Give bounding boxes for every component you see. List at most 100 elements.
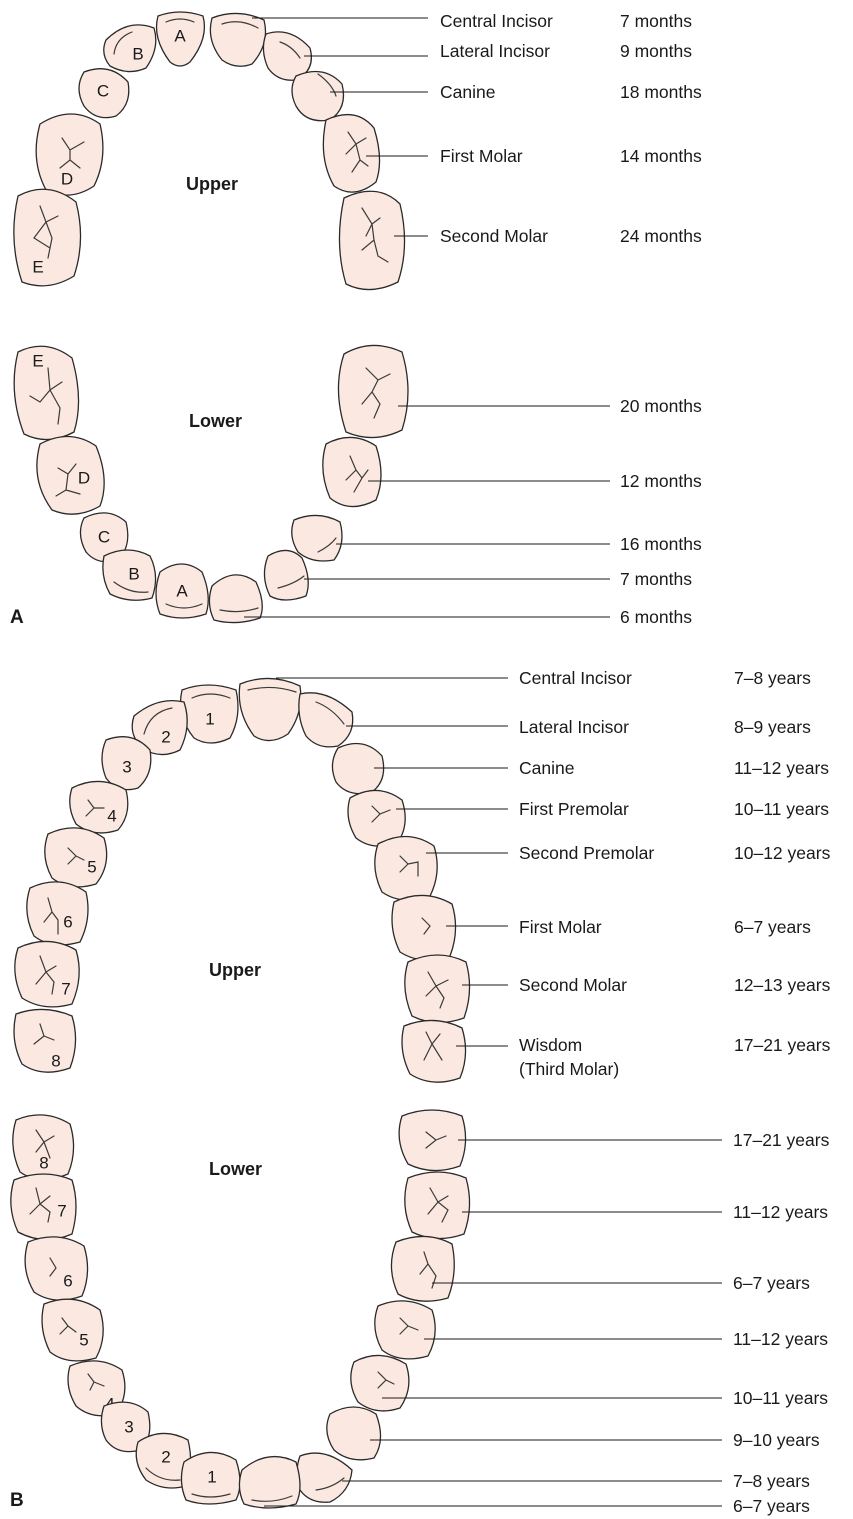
tooth-a-upper-right-first-molar [323,115,379,193]
tooth-a-lower-right-first-molar [323,437,381,506]
tooth-b-lower-left-5: 5 [42,1299,103,1361]
tooth-b-lower-left-6: 6 [25,1237,87,1300]
tooth-b-upper-left-4: 4 [70,781,128,832]
label-a-lower-time: 12 months [620,471,702,491]
label-b-upper-time: 12–13 years [734,975,831,995]
label-b-upper-name: Wisdom [519,1035,582,1055]
tooth-b-upper-right-first-molar [392,895,456,960]
tooth-a-upper-right-second-molar [339,191,404,289]
label-a-upper-name: First Molar [440,146,523,166]
tooth-b-lower-left-1: 1 [181,1452,240,1504]
tooth-b-upper-left-7: 7 [15,941,79,1006]
upper-jaw-title-a: Upper [186,174,238,194]
tooth-a-upper-left-A: A [157,12,205,66]
label-a-upper-time: 14 months [620,146,702,166]
upper-jaw-title-b: Upper [209,960,261,980]
panel-b-upper-arch: 1 2 3 4 5 6 7 [14,678,470,1082]
tooth-number-5: 5 [79,1330,88,1349]
lower-jaw-title-a: Lower [189,411,242,431]
tooth-a-lower-right-lateral-incisor [264,550,308,600]
label-b-lower-time: 17–21 years [733,1130,830,1150]
label-a-upper-name: Second Molar [440,226,548,246]
label-b-upper-time: 17–21 years [734,1035,831,1055]
tooth-number-7: 7 [57,1201,66,1220]
label-b-lower-time: 6–7 years [733,1273,810,1293]
tooth-number-2: 2 [161,1447,170,1466]
tooth-a-upper-left-B: B [104,25,156,72]
panel-b-upper-labels: Central Incisor 7–8 years Lateral Inciso… [276,668,831,1079]
label-b-upper-name: Canine [519,758,574,778]
label-a-upper-time: 7 months [620,11,692,31]
tooth-label-C: C [97,81,109,100]
tooth-number-8: 8 [51,1051,60,1070]
label-a-upper-time: 9 months [620,41,692,61]
tooth-number-5: 5 [87,857,96,876]
tooth-b-upper-left-5: 5 [45,828,107,887]
tooth-b-upper-right-second-premolar [375,836,437,900]
tooth-b-lower-left-8: 8 [13,1115,74,1180]
tooth-b-upper-right-second-molar [405,955,470,1023]
label-a-lower-time: 16 months [620,534,702,554]
label-b-lower-time: 10–11 years [733,1388,828,1408]
panel-a-upper-labels: Central Incisor 7 months Lateral Incisor… [252,11,702,246]
label-b-upper-time: 6–7 years [734,917,811,937]
label-b-upper-name: Second Molar [519,975,627,995]
panel-letter-b: B [10,1490,24,1511]
label-a-lower-time: 6 months [620,607,692,627]
tooth-number-1: 1 [207,1467,216,1486]
tooth-number-6: 6 [63,1271,72,1290]
tooth-number-1: 1 [205,709,214,728]
tooth-a-upper-left-C: C [79,69,129,118]
tooth-b-lower-right-second-premolar [375,1301,435,1359]
label-b-upper-time: 10–12 years [734,843,831,863]
tooth-a-lower-left-E: E [14,346,78,439]
tooth-number-3: 3 [124,1417,133,1436]
tooth-label-B: B [132,44,143,63]
panel-letter-a: A [10,607,24,628]
tooth-number-4: 4 [107,806,116,825]
tooth-b-lower-right-lateral-incisor [297,1453,352,1502]
tooth-number-8: 8 [39,1153,48,1172]
tooth-label-A: A [176,581,188,600]
tooth-b-upper-left-8: 8 [14,1009,76,1072]
tooth-a-upper-right-central-incisor [210,13,265,66]
tooth-number-3: 3 [122,757,131,776]
tooth-b-lower-left-7: 7 [11,1174,76,1240]
tooth-b-upper-right-canine [332,744,383,794]
tooth-label-C: C [98,527,110,546]
label-a-upper-time: 24 months [620,226,702,246]
label-b-upper-time: 7–8 years [734,668,811,688]
panel-a-upper-arch: A B C D E [14,12,405,290]
tooth-a-upper-left-E: E [14,189,81,286]
tooth-b-lower-right-second-molar [405,1172,470,1239]
tooth-number-2: 2 [161,727,170,746]
label-a-upper-name: Central Incisor [440,11,553,31]
panel-a-lower-arch: E D C B A [14,345,408,622]
label-b-lower-time: 11–12 years [733,1329,828,1349]
tooth-label-A: A [174,26,186,45]
tooth-a-lower-right-second-molar [338,345,408,437]
tooth-b-upper-left-6: 6 [27,882,88,945]
label-b-lower-time: 11–12 years [733,1202,828,1222]
tooth-b-lower-right-first-premolar [351,1355,409,1410]
label-a-lower-time: 20 months [620,396,702,416]
panel-a-lower-labels: 20 months 12 months 16 months 7 months 6… [244,396,702,627]
tooth-b-upper-left-1: 1 [181,685,239,743]
tooth-b-lower-right-first-molar [391,1236,454,1301]
label-b-upper-name: Second Premolar [519,843,654,863]
tooth-a-lower-left-A: A [156,564,208,618]
tooth-b-lower-right-central-incisor [239,1457,300,1508]
label-b-upper-name-sub: (Third Molar) [519,1059,619,1079]
tooth-number-7: 7 [61,979,70,998]
label-a-upper-name: Canine [440,82,495,102]
tooth-label-B: B [128,564,139,583]
tooth-label-E: E [32,351,43,370]
tooth-b-lower-right-wisdom [399,1110,465,1171]
label-b-upper-name: Lateral Incisor [519,717,629,737]
tooth-a-lower-left-B: B [103,550,156,600]
label-b-upper-name: First Molar [519,917,602,937]
label-a-upper-name: Lateral Incisor [440,41,550,61]
label-a-upper-time: 18 months [620,82,702,102]
tooth-label-E: E [32,257,43,276]
panel-b-lower-arch: 8 7 6 5 4 3 2 [11,1110,470,1508]
